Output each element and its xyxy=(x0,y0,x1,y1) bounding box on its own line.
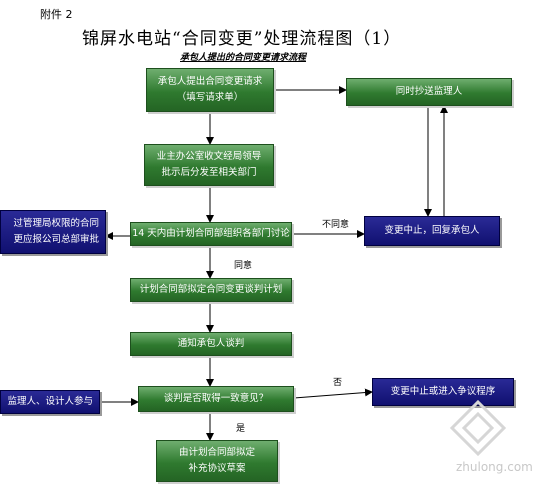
box-draft-supplement: 由计划合同部拟定 补充协议草案 xyxy=(156,440,278,482)
box-submit-request-line2: （填写请求单） xyxy=(176,92,244,103)
box-stop-reply: 变更中止，回复承包人 xyxy=(364,216,500,246)
box-exceed-authority: 过管理局权限的合同 更应报公司总部审批 xyxy=(0,210,106,254)
box-organize-discussion-line1: 14 天内由计划合同部组织各部门讨论 xyxy=(132,228,290,239)
box-reach-agreement: 谈判是否取得一致意见？ xyxy=(138,386,294,412)
box-submit-request: 承包人提出合同变更请求 （填写请求单） xyxy=(146,68,274,112)
box-notify-contractor-line1: 通知承包人谈判 xyxy=(177,338,245,349)
box-reach-agreement-line1: 谈判是否取得一致意见？ xyxy=(163,393,269,404)
box-stop-reply-line1: 变更中止，回复承包人 xyxy=(384,225,480,236)
box-copy-supervisor: 同时抄送监理人 xyxy=(346,78,512,106)
attachment-label: 附件 2 xyxy=(40,8,73,21)
box-supervisor-designer-line1: 监理人、设计人参与 xyxy=(7,396,93,407)
box-review-forward-line2: 批示后分发至相关部门 xyxy=(161,167,257,178)
box-stop-dispute-line1: 变更中止或进入争议程序 xyxy=(390,386,496,397)
watermark-text: zhulong.com xyxy=(456,460,533,474)
box-review-forward: 业主办公室收文经局领导 批示后分发至相关部门 xyxy=(144,144,274,186)
label-yes: 是 xyxy=(236,424,246,434)
box-organize-discussion: 14 天内由计划合同部组织各部门讨论 xyxy=(130,222,292,246)
label-no: 否 xyxy=(333,378,343,388)
box-draft-plan-line1: 计划合同部拟定合同变更谈判计划 xyxy=(139,284,283,295)
box-exceed-authority-line1: 过管理局权限的合同 xyxy=(13,218,99,229)
box-draft-plan: 计划合同部拟定合同变更谈判计划 xyxy=(130,278,292,302)
label-disagree: 不同意 xyxy=(322,220,350,230)
box-draft-supplement-line1: 由计划合同部拟定 xyxy=(178,447,255,458)
box-draft-supplement-line2: 补充协议草案 xyxy=(188,463,246,474)
box-review-forward-line1: 业主办公室收文经局领导 xyxy=(156,151,262,162)
box-submit-request-line1: 承包人提出合同变更请求 xyxy=(157,76,263,87)
arrow-agreement-to-dispute xyxy=(293,388,373,399)
box-supervisor-designer: 监理人、设计人参与 xyxy=(0,390,100,414)
label-agree: 同意 xyxy=(234,261,253,271)
box-stop-dispute: 变更中止或进入争议程序 xyxy=(372,378,514,406)
box-copy-supervisor-line1: 同时抄送监理人 xyxy=(395,86,463,97)
page-subtitle: 承包人提出的合同变更请求流程 xyxy=(180,53,307,63)
box-exceed-authority-line2: 更应报公司总部审批 xyxy=(13,234,99,245)
page-title: 锦屏水电站“合同变更”处理流程图（1） xyxy=(82,29,402,49)
watermark-logo-icon xyxy=(449,399,507,456)
box-notify-contractor: 通知承包人谈判 xyxy=(130,332,292,356)
